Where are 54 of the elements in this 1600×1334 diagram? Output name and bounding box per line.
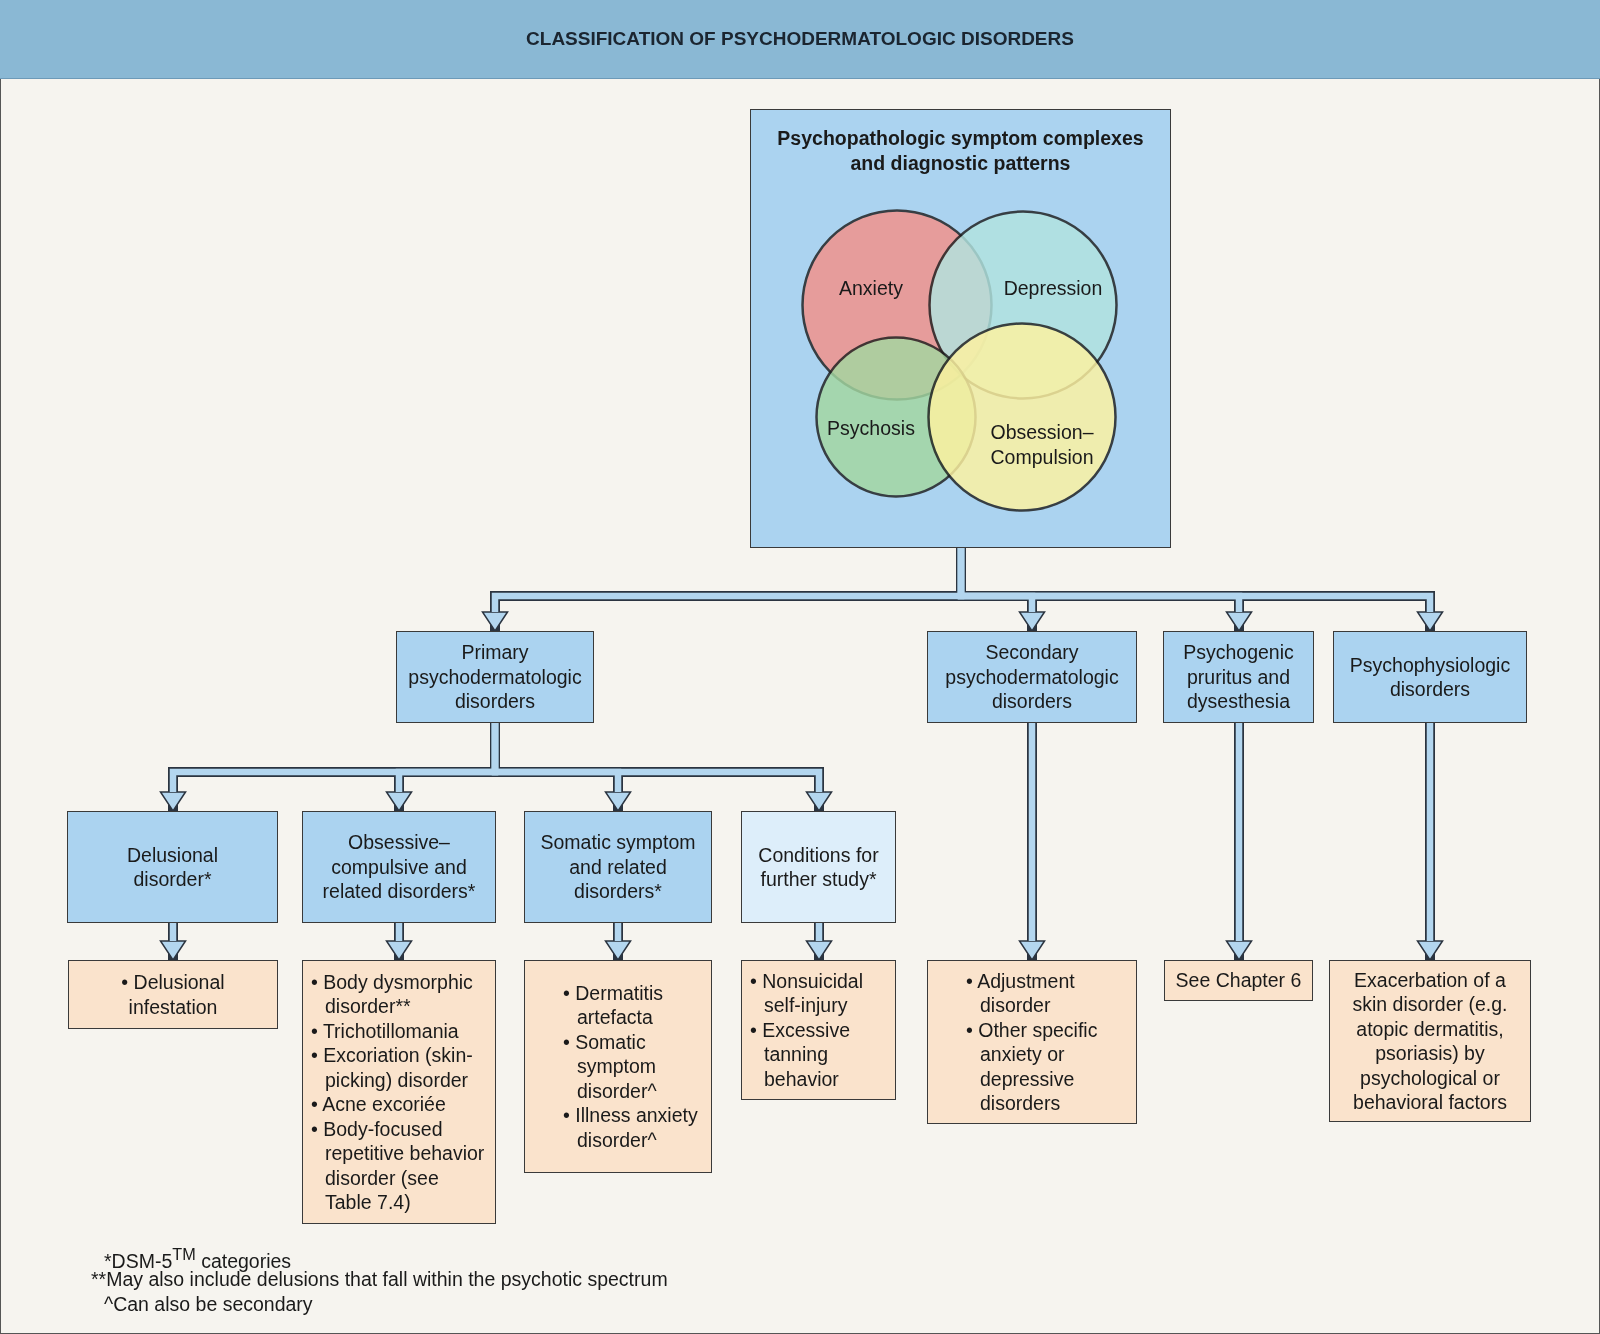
circle-label: Depression <box>1003 275 1103 301</box>
block-arrow <box>805 923 833 961</box>
circle-label: Psychosis <box>827 415 915 441</box>
list-item: • Body-focused repetitive behavior disorder (see Table 7.4) <box>310 1116 486 1215</box>
block-arrow <box>1416 723 1444 961</box>
list-item: • Dermatitis artefacta <box>562 980 664 1030</box>
block-arrow <box>604 923 632 961</box>
category-box <box>67 811 278 923</box>
category-box <box>927 631 1137 723</box>
list-item: • Adjustment disorder <box>965 968 1076 1018</box>
list-item: • Excoriation (skin-picking) disorder <box>310 1043 474 1092</box>
category-box <box>741 811 896 923</box>
list-item: • Excessive tanning behavior <box>749 1017 852 1092</box>
panel-heading: Psychopathologic symptom complexes and diagnostic patterns <box>776 126 1145 175</box>
list-item: • Body dysmorphic disorder** <box>310 969 474 1019</box>
box-text: See Chapter 6 <box>1174 968 1303 993</box>
box-text: Exacerbation of a skin disorder (e.g. atopic dermatitis, psoriasis) by psychological or behavioral factors <box>1351 967 1509 1115</box>
block-arrow <box>1018 723 1046 961</box>
list-item: • Acne excoriée <box>310 1092 447 1117</box>
list-item: • Illness anxiety disorder^ <box>562 1103 699 1153</box>
header-title: CLASSIFICATION OF PSYCHODERMATOLOGIC DISORDERS <box>526 28 1074 50</box>
list-item: • Trichotillomania <box>310 1018 460 1043</box>
box-text: • Delusional infestation <box>120 970 226 1019</box>
list-box <box>524 960 712 1173</box>
category-box <box>1333 631 1527 723</box>
diagram-panel <box>750 109 1171 548</box>
block-arrow <box>159 923 187 961</box>
footnote: ^Can also be secondary <box>104 1292 313 1316</box>
list-box <box>927 960 1137 1124</box>
circle-label: Anxiety <box>839 275 903 301</box>
box-text: Obsessive– compulsive and related disorders* <box>321 830 477 904</box>
circle-label: Obsession– Compulsion <box>989 419 1095 469</box>
block-arrow <box>385 923 413 961</box>
category-box <box>302 811 496 923</box>
list-box <box>302 960 496 1224</box>
list-box <box>741 960 896 1100</box>
block-arrow <box>1225 723 1253 961</box>
box-text: Conditions for further study* <box>757 842 880 892</box>
box-text: Somatic symptom and related disorders* <box>539 830 697 904</box>
list-box <box>1164 960 1313 1001</box>
list-box <box>1329 960 1531 1122</box>
box-text: Delusional disorder* <box>125 842 220 892</box>
box-text: Secondary psychodermatologic disorders <box>944 640 1120 714</box>
category-box <box>1163 631 1314 723</box>
list-box <box>68 960 278 1029</box>
footnote: *DSM-5$^{TM}$ categories <box>104 1244 292 1272</box>
box-text: Primary psychodermatologic disorders <box>407 640 583 714</box>
box-text: Psychophysiologic disorders <box>1348 652 1512 702</box>
list-item: • Nonsuicidal self-injury <box>749 968 865 1018</box>
category-box <box>396 631 594 723</box>
box-text: Psychogenic pruritus and dysesthesia <box>1182 640 1295 714</box>
category-box <box>524 811 712 923</box>
list-item: • Somatic symptom disorder^ <box>562 1029 658 1104</box>
list-item: • Other specific anxiety or depressive disorders <box>965 1017 1099 1116</box>
